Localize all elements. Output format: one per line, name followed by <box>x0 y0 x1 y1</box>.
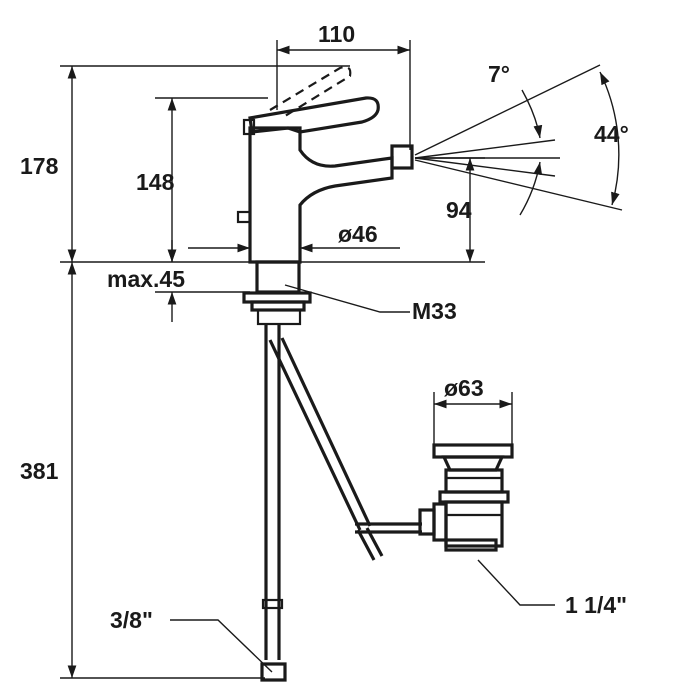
spray-angle-lines <box>414 64 623 216</box>
faucet-body <box>236 65 422 682</box>
dim-waste-connection: 1 1/4" <box>565 592 627 618</box>
dim-body-diameter: ø46 <box>338 221 378 247</box>
extension-lines <box>60 40 513 679</box>
dim-below-deck: 381 <box>20 458 59 484</box>
dim-thread: M33 <box>412 298 457 324</box>
dim-width-top: 110 <box>318 21 355 47</box>
dim-angle-small: 7° <box>488 61 510 87</box>
dimension-lines <box>67 45 512 678</box>
dim-height-total: 178 <box>20 153 59 179</box>
waste-fitting <box>418 443 514 552</box>
dim-height-spout: 94 <box>446 197 472 223</box>
dim-waste-diameter: ø63 <box>444 375 484 401</box>
dim-angle-large: 44° <box>594 121 629 147</box>
dimension-labels: 110 7° 44° 178 148 94 ø46 max.45 M33 ø63… <box>20 21 629 633</box>
leader-lines <box>170 284 555 673</box>
dim-max-deck: max.45 <box>107 266 185 292</box>
dim-height-lever: 148 <box>136 169 175 195</box>
dim-supply-connection: 3/8" <box>110 607 153 633</box>
